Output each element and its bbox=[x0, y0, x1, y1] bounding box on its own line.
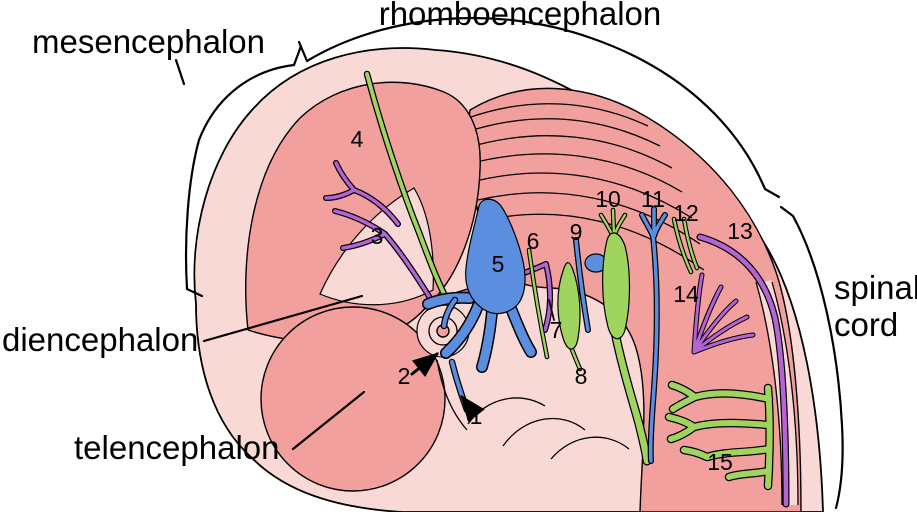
rhomboencephalon-bracket-line bbox=[297, 16, 781, 199]
mesencephalon-bracket bbox=[174, 44, 303, 298]
rhombomere-stripe bbox=[485, 213, 705, 271]
mesencephalon-bracket-line bbox=[174, 44, 303, 298]
marker-2-arrow bbox=[410, 352, 440, 377]
marker-8: 8 bbox=[575, 363, 588, 389]
marker-15: 15 bbox=[707, 449, 733, 475]
diencephalon-leader-line bbox=[202, 294, 364, 343]
marker-6: 6 bbox=[527, 228, 540, 254]
marker-14: 14 bbox=[673, 281, 699, 307]
label-rhomboencephalon: rhomboencephalon bbox=[379, 0, 662, 32]
label-telencephalon: telencephalon bbox=[74, 429, 280, 466]
label-spinal-cord-line2: cord bbox=[834, 306, 898, 343]
rhombomere-stripe bbox=[465, 118, 661, 147]
label-spinal-cord-line1: spinal bbox=[834, 269, 917, 306]
nerve-5-blue bbox=[428, 198, 531, 367]
marker-9: 9 bbox=[570, 219, 583, 245]
marker-11: 11 bbox=[641, 186, 665, 212]
rhombomere-stripe bbox=[465, 135, 673, 169]
rhombomere-stripe bbox=[467, 103, 649, 127]
nerve-5-ganglion bbox=[465, 198, 526, 315]
pharyngeal-arch-line bbox=[550, 436, 630, 460]
midbrain-light-wedge bbox=[319, 187, 434, 306]
marker-1: 1 bbox=[470, 403, 483, 429]
nerve-8-ganglion bbox=[557, 262, 581, 350]
telencephalon-lobe bbox=[260, 306, 446, 492]
marker-2: 2 bbox=[398, 363, 411, 389]
marker-12: 12 bbox=[673, 200, 699, 226]
rhombomere-stripe bbox=[471, 172, 693, 219]
label-diencephalon: diencephalon bbox=[2, 321, 198, 358]
marker-5: 5 bbox=[492, 251, 505, 277]
marker-1-arrow bbox=[460, 394, 485, 423]
pharyngeal-arch-line bbox=[502, 417, 586, 447]
spinal-cord-bracket-line bbox=[779, 205, 844, 510]
marker-10: 10 bbox=[595, 186, 621, 212]
nerve-8-green bbox=[557, 262, 581, 369]
marker-4: 4 bbox=[351, 126, 364, 152]
rhomboencephalon-bracket bbox=[297, 16, 781, 199]
marker-3: 3 bbox=[371, 223, 384, 249]
spinal-cord-bracket bbox=[779, 205, 844, 510]
spinal-cord-edge bbox=[771, 281, 799, 506]
marker-7-leader-line bbox=[548, 299, 555, 321]
marker-7: 7 bbox=[550, 317, 563, 343]
label-mesencephalon: mesencephalon bbox=[32, 23, 265, 60]
nerve-10-green bbox=[601, 210, 647, 461]
nerve-10-ganglion bbox=[602, 232, 631, 340]
telencephalon-leader-line bbox=[291, 390, 366, 451]
rhombomere-stripes bbox=[465, 103, 705, 271]
spinal-cord-edge bbox=[755, 281, 783, 506]
rhombomere-stripe bbox=[467, 153, 683, 193]
marker-13: 13 bbox=[727, 218, 753, 244]
